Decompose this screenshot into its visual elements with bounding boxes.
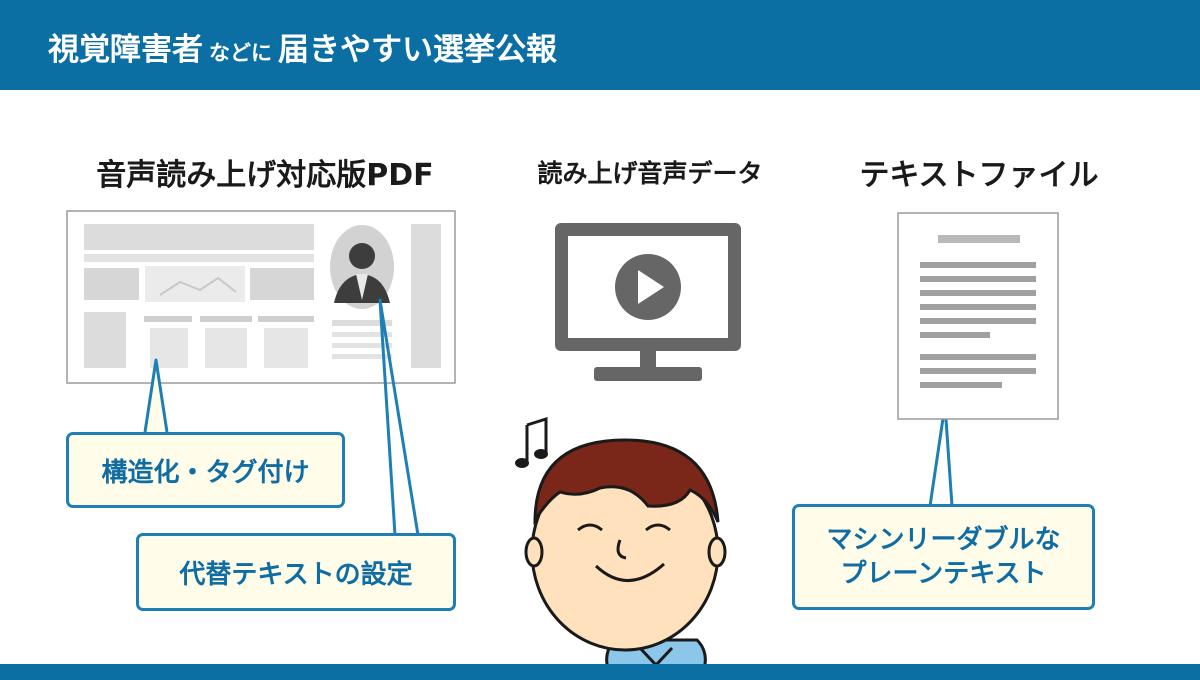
footer-bar bbox=[0, 664, 1200, 680]
text-document-icon bbox=[897, 212, 1059, 420]
page-title: 視覚障害者などに届きやすい選挙公報 bbox=[48, 30, 557, 73]
music-note-icon bbox=[515, 416, 548, 468]
monitor-play-icon bbox=[555, 223, 741, 381]
pointer-structure bbox=[143, 358, 169, 433]
callout-line-1: マシンリーダブルな bbox=[826, 525, 1061, 555]
heading-audio: 読み上げ音声データ bbox=[537, 159, 763, 188]
pointer-machine-readable bbox=[928, 403, 954, 507]
heading-pdf: 音声読み上げ対応版PDF bbox=[96, 158, 434, 193]
callout-alt-text: 代替テキストの設定 bbox=[136, 533, 456, 611]
title-part-3: 届きやすい選挙公報 bbox=[278, 32, 557, 68]
callout-structure-tagging: 構造化・タグ付け bbox=[66, 432, 345, 508]
title-part-2: などに bbox=[209, 41, 272, 65]
pointer-alt-text bbox=[378, 298, 420, 536]
header-bar: 視覚障害者などに届きやすい選挙公報 bbox=[0, 0, 1200, 90]
pdf-document-illustration bbox=[66, 210, 456, 384]
heading-text-file: テキストファイル bbox=[859, 158, 1099, 193]
smiling-boy-illustration bbox=[524, 438, 727, 680]
title-part-1: 視覚障害者 bbox=[48, 32, 203, 68]
callout-line-2: プレーンテキスト bbox=[840, 559, 1047, 589]
callout-machine-readable: マシンリーダブルな プレーンテキスト bbox=[792, 504, 1095, 610]
